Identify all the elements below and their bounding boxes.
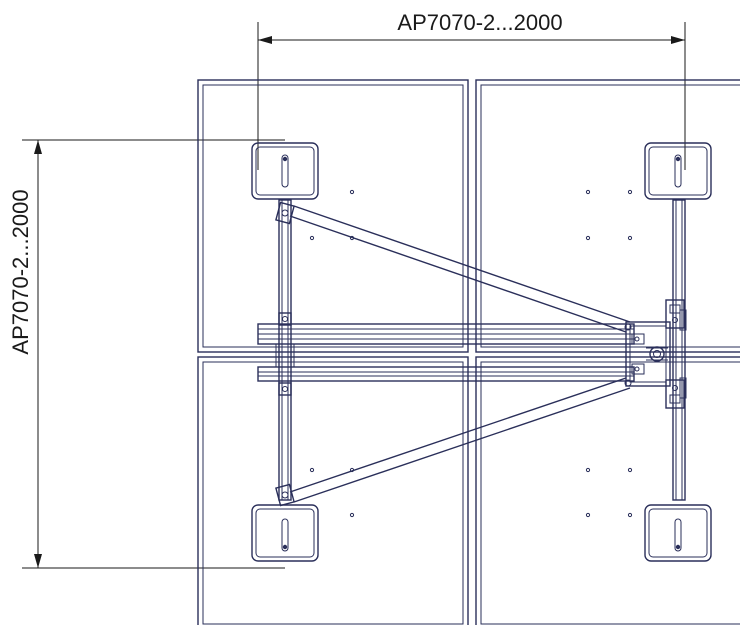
foot-pad-bottom-right [644,504,712,562]
foot-pad-bottom-left [251,504,319,562]
vertical-dimension: AP7070-2...2000 [8,139,285,569]
floor-plates [197,79,740,625]
strut-hinges [275,201,295,507]
central-mechanism [624,299,687,409]
plate-holes [309,189,633,518]
plate-bottom-left [197,356,469,625]
foot-pad-top-left [251,142,319,200]
horizontal-dimension-label: AP7070-2...2000 [397,10,562,35]
diagonal-struts [289,205,631,503]
plate-top-left [197,79,469,353]
vertical-posts [278,199,686,501]
vertical-dimension-label: AP7070-2...2000 [8,189,33,354]
horizontal-dimension: AP7070-2...2000 [257,10,686,170]
foot-pad-top-right [644,142,712,200]
plate-bottom-right [475,356,740,625]
plate-top-right [475,79,740,353]
foot-pads [251,142,712,562]
